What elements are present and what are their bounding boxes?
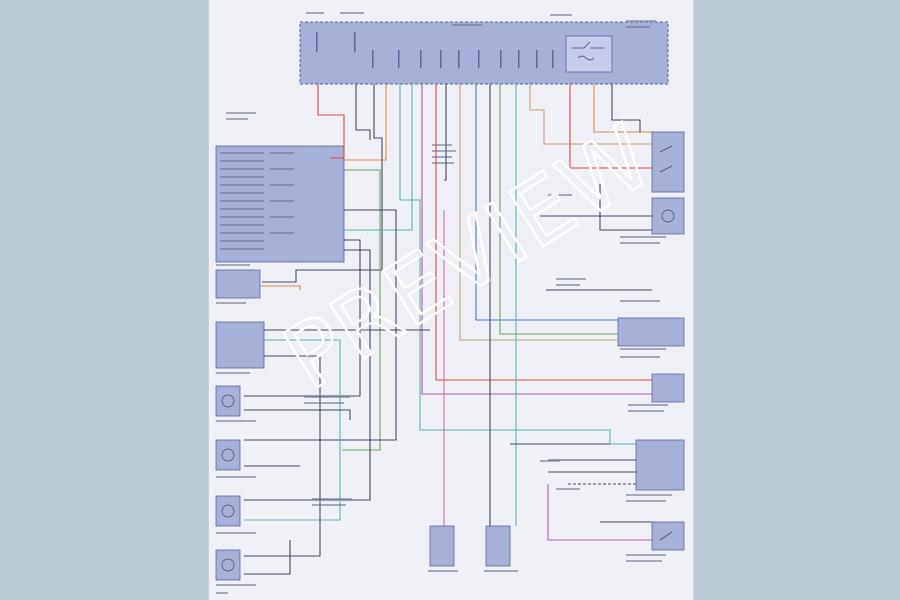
wire-harness bbox=[244, 84, 652, 575]
right-modules bbox=[617, 131, 685, 551]
pressure-switch bbox=[651, 131, 685, 193]
relay-box bbox=[565, 35, 613, 73]
refrigerant-sensor bbox=[651, 197, 685, 235]
top-module bbox=[299, 21, 669, 85]
relay-switch-icon bbox=[572, 41, 604, 49]
blower-module bbox=[215, 321, 265, 369]
bottom-sensor-a bbox=[429, 525, 455, 567]
ambient-sensor-module bbox=[215, 269, 261, 299]
bottom-modules bbox=[429, 525, 511, 567]
sensor-connector-1 bbox=[215, 385, 241, 417]
sensor-connector-3 bbox=[215, 495, 241, 527]
ambient-temp-sensor bbox=[651, 521, 685, 551]
bottom-sensor-b bbox=[485, 525, 511, 567]
sensor-connector-4 bbox=[215, 549, 241, 581]
evap-sensor bbox=[651, 373, 685, 403]
blurred-labels bbox=[216, 12, 672, 594]
left-modules bbox=[215, 145, 345, 581]
ac-pressure-transducer bbox=[617, 317, 685, 347]
sensor-connector-2 bbox=[215, 439, 241, 471]
powertrain-control-module bbox=[635, 439, 685, 491]
hvac-control-module bbox=[215, 145, 345, 263]
